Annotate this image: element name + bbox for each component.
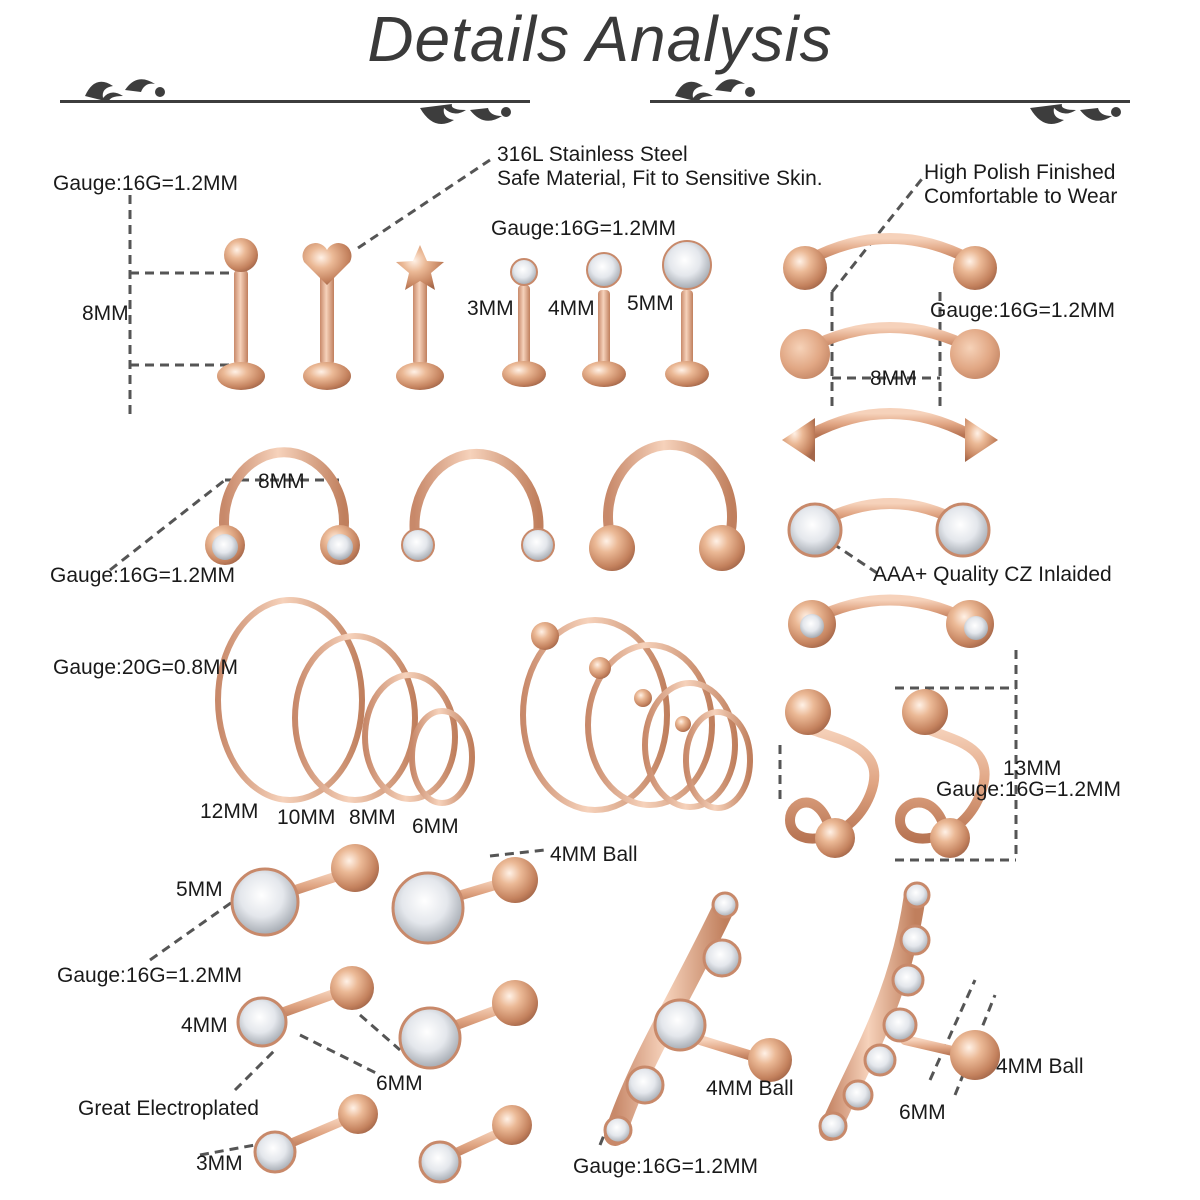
length-label: 8MM — [258, 470, 305, 493]
ornament-divider-right — [650, 79, 1130, 124]
gauge-label: Gauge:16G=1.2MM — [936, 778, 1122, 801]
horseshoe-cz — [205, 447, 360, 565]
hoop-rings-ball — [520, 617, 753, 813]
ear-climber-right — [818, 881, 1000, 1141]
curved-barbells — [780, 233, 1000, 648]
curved-barbell-gem-ball — [788, 594, 994, 648]
gauge-label: Gauge:16G=1.2MM — [491, 217, 677, 240]
ear-climber-left — [603, 891, 792, 1146]
labret-cz-5mm — [662, 240, 712, 387]
stud-4mm-a — [236, 966, 374, 1048]
size-label: 3MM — [467, 297, 514, 320]
stud-3mm-b — [418, 1105, 532, 1184]
curved-barbell-spike — [782, 408, 998, 462]
cartilage-studs — [230, 844, 538, 1184]
ornament-divider-left — [60, 79, 530, 124]
size-label: 4MM — [548, 297, 595, 320]
size-label: 3MM — [196, 1152, 243, 1175]
gauge-label: Gauge:16G=1.2MM — [53, 172, 239, 195]
gauge-label: Gauge:16G=1.2MM — [57, 964, 243, 987]
labret-heart — [302, 243, 352, 390]
finish-label-line1: High Polish Finished — [924, 161, 1116, 184]
stud-3mm-a — [253, 1094, 378, 1174]
stud-6mm — [398, 980, 538, 1070]
stud-5mm-a — [230, 844, 379, 937]
quality-label: AAA+ Quality CZ Inlaided — [873, 563, 1112, 586]
ball-size-label: 4MM Ball — [996, 1055, 1084, 1078]
labret-ball — [217, 238, 265, 390]
dimension-lines — [109, 158, 1018, 1157]
labret-cz-3mm — [502, 258, 546, 387]
material-label-line2: Safe Material, Fit to Sensitive Skin. — [497, 167, 823, 190]
size-label: 6MM — [412, 815, 459, 838]
size-label: 6MM — [376, 1072, 423, 1095]
labret-cz-4mm — [582, 252, 626, 387]
horseshoe-ball — [589, 439, 745, 571]
size-label: 8MM — [349, 806, 396, 829]
gauge-label: Gauge:16G=1.2MM — [930, 299, 1116, 322]
size-label: 10MM — [277, 806, 336, 829]
material-label-line1: 316L Stainless Steel — [497, 143, 688, 166]
hoop-rings-plain — [215, 597, 475, 806]
horseshoe-prong — [401, 448, 555, 562]
length-label: 8MM — [82, 302, 129, 325]
gauge-label: Gauge:16G=1.2MM — [573, 1155, 759, 1178]
ball-size-label: 4MM Ball — [706, 1077, 794, 1100]
curved-barbell-cz — [787, 498, 991, 558]
size-label: 5MM — [627, 292, 674, 315]
gauge-label: Gauge:16G=1.2MM — [50, 564, 236, 587]
spiral-balls — [785, 689, 970, 858]
horseshoe-rings — [205, 439, 745, 571]
page-title: Details Analysis — [367, 3, 833, 75]
size-label: 6MM — [899, 1101, 946, 1124]
length-label: 8MM — [870, 367, 917, 390]
curved-barbell-ball — [783, 233, 997, 290]
size-label: 5MM — [176, 878, 223, 901]
stud-5mm-b — [391, 857, 538, 945]
length-label: 13MM — [1003, 757, 1062, 780]
curved-barbell-matte — [780, 322, 1000, 379]
finish-label-line2: Comfortable to Wear — [924, 185, 1118, 208]
size-label: 4MM — [181, 1014, 228, 1037]
labret-star — [396, 245, 444, 390]
labret-studs — [217, 238, 712, 390]
gauge-label: Gauge:20G=0.8MM — [53, 656, 239, 679]
ball-size-label: 4MM Ball — [550, 843, 638, 866]
feature-label: Great Electroplated — [78, 1097, 259, 1120]
size-label: 12MM — [200, 800, 259, 823]
